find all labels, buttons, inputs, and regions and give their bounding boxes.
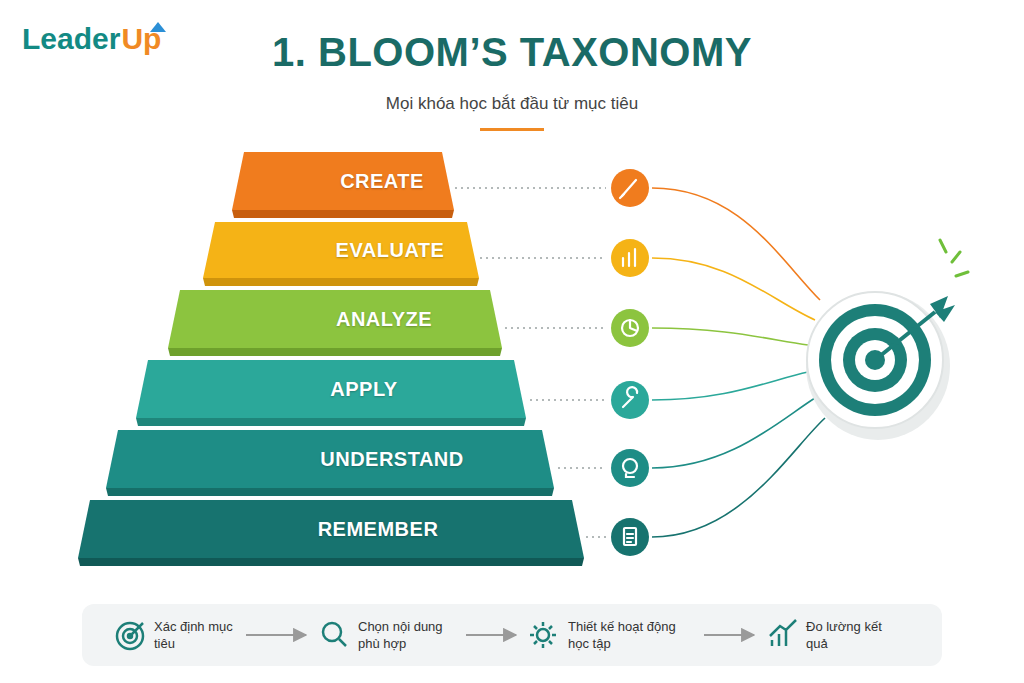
title-underline [480, 128, 544, 131]
logo-text: Leader [22, 22, 120, 56]
flow-arrow [246, 634, 306, 636]
step-box: Xác định mục tiêu [110, 618, 238, 652]
pyramid-band: APPLY [136, 358, 526, 426]
band-label: REMEMBER [318, 518, 439, 541]
flow-arrow [466, 634, 516, 636]
logo-text: Up [121, 22, 161, 56]
pyramid-band: EVALUATE [203, 220, 479, 286]
flow-arrow [704, 634, 754, 636]
band-label: APPLY [330, 378, 397, 401]
step-box: Đo lường kết quả [762, 618, 882, 652]
step-label: Đo lường kết quả [806, 618, 882, 652]
step-label: Thiết kế hoạt động học tập [568, 618, 696, 652]
band-label: CREATE [340, 170, 424, 193]
pyramid-band: REMEMBER [78, 498, 584, 566]
pyramid-band: CREATE [232, 150, 454, 218]
subtitle: Mọi khóa học bắt đầu từ mục tiêu [0, 94, 1024, 114]
step-label: Chọn nội dung phù hợp [358, 618, 458, 652]
target-icon [806, 240, 968, 440]
target-lines [652, 188, 825, 537]
step-label: Xác định mục tiêu [154, 618, 238, 652]
pyramid-band: ANALYZE [168, 288, 502, 356]
step-box: Chọn nội dung phù hợp [314, 618, 458, 652]
steps-panel [82, 604, 942, 666]
band-label: EVALUATE [336, 239, 445, 262]
band-label: ANALYZE [336, 308, 432, 331]
pyramid-band: UNDERSTAND [106, 428, 554, 496]
icon-circles [611, 169, 649, 556]
step-box: Thiết kế hoạt động học tập [524, 618, 696, 652]
band-shape [168, 288, 502, 356]
band-label: UNDERSTAND [320, 448, 464, 471]
